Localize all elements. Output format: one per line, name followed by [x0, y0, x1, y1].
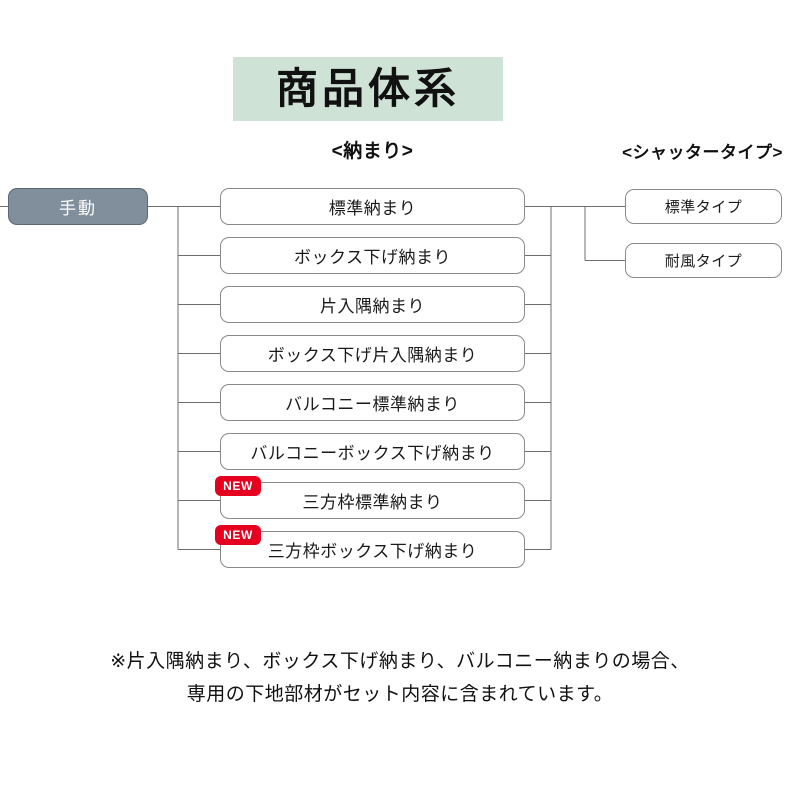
node-label: 片入隅納まり	[320, 297, 425, 316]
node-osamari-8[interactable]: 三方枠ボックス下げ納まり	[220, 531, 525, 568]
footnote-line-1: ※片入隅納まり、ボックス下げ納まり、バルコニー納まりの場合、	[110, 651, 690, 672]
new-badge-osamari-7: NEW	[215, 476, 261, 496]
column-header-osamari: <納まり>	[331, 141, 414, 162]
node-osamari-6[interactable]: バルコニーボックス下げ納まり	[220, 433, 525, 470]
node-label: 標準納まり	[328, 199, 417, 218]
node-osamari-3[interactable]: 片入隅納まり	[220, 286, 525, 323]
node-label: 三方枠標準納まり	[302, 493, 443, 512]
node-label: バルコニー標準納まり	[285, 395, 460, 414]
node-label: ボックス下げ片入隅納まり	[267, 346, 478, 365]
node-osamari-2[interactable]: ボックス下げ納まり	[220, 237, 525, 274]
badge-label: NEW	[223, 479, 253, 493]
node-shutter-type-2[interactable]: 耐風タイプ	[625, 243, 782, 278]
node-label: 三方枠ボックス下げ納まり	[267, 542, 478, 561]
new-badge-osamari-8: NEW	[215, 525, 261, 545]
node-label: 耐風タイプ	[664, 253, 743, 270]
node-label: 標準タイプ	[664, 199, 743, 216]
node-label: ボックス下げ納まり	[294, 248, 451, 267]
column-header-shutter-type: <シャッタータイプ>	[622, 143, 783, 162]
node-osamari-7[interactable]: 三方枠標準納まり	[220, 482, 525, 519]
footnote-line-2: 専用の下地部材がセット内容に含まれています。	[186, 684, 614, 705]
page-title: 商品体系	[275, 65, 460, 112]
node-osamari-4[interactable]: ボックス下げ片入隅納まり	[220, 335, 525, 372]
node-shutter-type-1[interactable]: 標準タイプ	[625, 189, 782, 224]
node-label: 手動	[59, 199, 97, 218]
node-osamari-5[interactable]: バルコニー標準納まり	[220, 384, 525, 421]
node-osamari-1[interactable]: 標準納まり	[220, 188, 525, 225]
node-label: バルコニーボックス下げ納まり	[250, 444, 495, 463]
node-manual-root[interactable]: 手動	[8, 188, 148, 225]
badge-label: NEW	[223, 528, 253, 542]
footnote: ※片入隅納まり、ボックス下げ納まり、バルコニー納まりの場合、 専用の下地部材がセ…	[60, 645, 740, 711]
page-title-banner: 商品体系	[233, 57, 503, 121]
